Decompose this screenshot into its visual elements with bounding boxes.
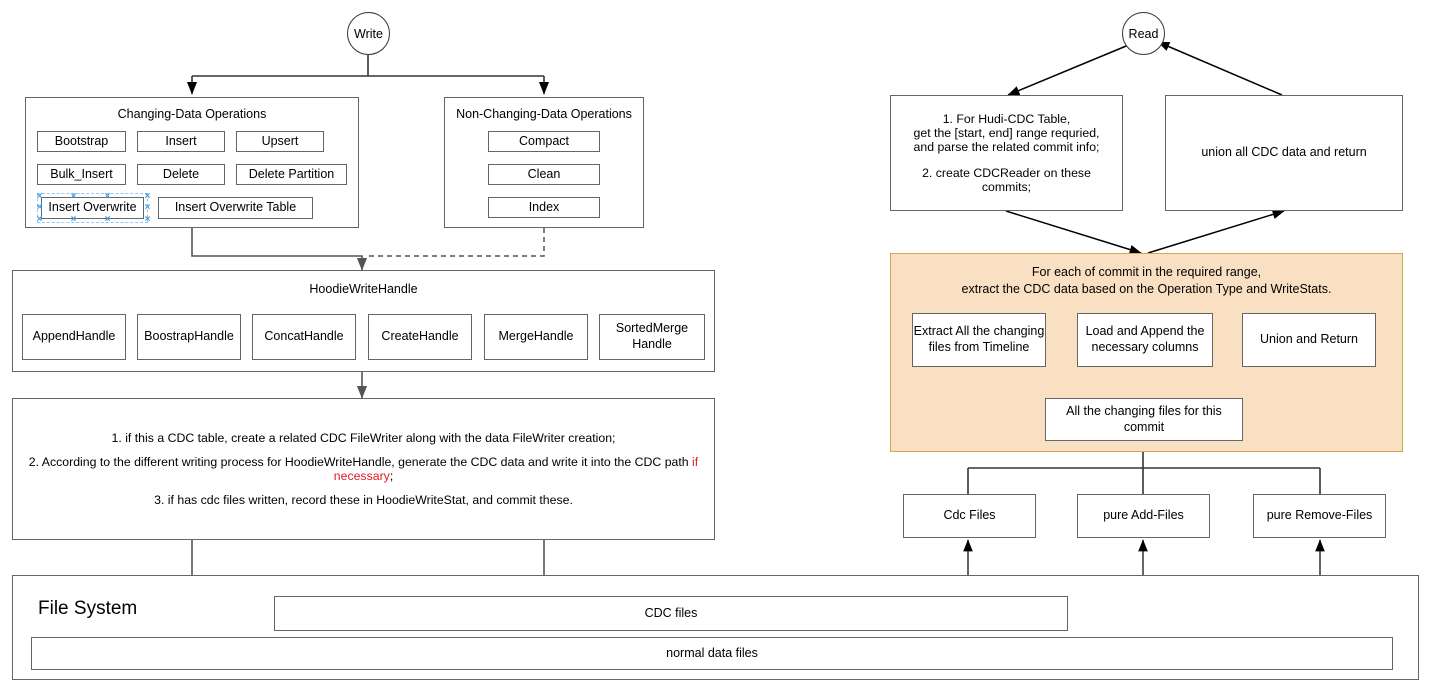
op-bulk-insert[interactable]: Bulk_Insert (37, 164, 126, 185)
op-insert-overwrite-table[interactable]: Insert Overwrite Table (158, 197, 313, 219)
write-start-node[interactable]: Write (347, 12, 390, 55)
read-start-node[interactable]: Read (1122, 12, 1165, 55)
cdc-files-bar[interactable]: CDC files (274, 596, 1068, 631)
op-upsert[interactable]: Upsert (236, 131, 324, 152)
handle-merge[interactable]: MergeHandle (484, 314, 588, 360)
pure-remove-files-box[interactable]: pure Remove-Files (1253, 494, 1386, 538)
reader-setup-line-4: 2. create CDCReader on these (922, 166, 1091, 180)
cdc-reader-setup-box[interactable]: 1. For Hudi-CDC Table, get the [start, e… (890, 95, 1123, 211)
file-system-label: File System (38, 598, 138, 619)
handle-create[interactable]: CreateHandle (368, 314, 472, 360)
handle-boostrap[interactable]: BoostrapHandle (137, 314, 241, 360)
cdc-files-box[interactable]: Cdc Files (903, 494, 1036, 538)
union-all-cdc-data-box[interactable]: union all CDC data and return (1165, 95, 1403, 211)
handle-concat[interactable]: ConcatHandle (252, 314, 356, 360)
cdc-step-2-text-a: 2. According to the different writing pr… (28, 455, 693, 469)
load-append-columns-box[interactable]: Load and Append the necessary columns (1077, 313, 1213, 367)
reader-setup-line-5: commits; (981, 180, 1032, 194)
handle-append[interactable]: AppendHandle (22, 314, 126, 360)
cdc-step-2-text-b: ; (389, 469, 394, 483)
op-insert-overwrite[interactable]: Insert Overwrite (37, 193, 148, 223)
op-insert[interactable]: Insert (137, 131, 225, 152)
cdc-extraction-panel-title: For each of commit in the required range… (891, 264, 1402, 298)
op-index[interactable]: Index (488, 197, 600, 218)
op-delete-partition[interactable]: Delete Partition (236, 164, 347, 185)
reader-setup-line-3: and parse the related commit info; (913, 140, 1100, 154)
handle-sorted-merge[interactable]: SortedMerge Handle (599, 314, 705, 360)
hoodie-write-handle-group[interactable]: HoodieWriteHandle (12, 270, 715, 372)
union-and-return-box[interactable]: Union and Return (1242, 313, 1376, 367)
op-delete[interactable]: Delete (137, 164, 225, 185)
cdc-step-2: 2. According to the different writing pr… (23, 455, 704, 483)
normal-data-files-bar[interactable]: normal data files (31, 637, 1393, 670)
cdc-step-1: 1. if this a CDC table, create a related… (111, 431, 616, 445)
reader-setup-line-1: 1. For Hudi-CDC Table, (942, 112, 1071, 126)
cdc-step-3: 3. if has cdc files written, record thes… (154, 493, 573, 507)
read-start-label: Read (1128, 26, 1159, 41)
write-start-label: Write (354, 26, 383, 41)
extract-changing-files-box[interactable]: Extract All the changing files from Time… (912, 313, 1046, 367)
all-changing-files-box[interactable]: All the changing files for this commit (1045, 398, 1243, 441)
hoodie-write-handle-title: HoodieWriteHandle (309, 282, 418, 296)
cdc-write-steps-box[interactable]: 1. if this a CDC table, create a related… (12, 398, 715, 540)
cdc-extraction-title-line-1: For each of commit in the required range… (1031, 265, 1262, 279)
reader-setup-line-2: get the [start, end] range requried, (913, 126, 1100, 140)
cdc-step-2-emphasis: if necessary (333, 455, 699, 483)
pure-add-files-box[interactable]: pure Add-Files (1077, 494, 1210, 538)
op-bootstrap[interactable]: Bootstrap (37, 131, 126, 152)
non-changing-data-operations-group[interactable]: Non-Changing-Data Operations (444, 97, 644, 228)
changing-data-operations-title: Changing-Data Operations (117, 107, 267, 121)
op-compact[interactable]: Compact (488, 131, 600, 152)
op-clean[interactable]: Clean (488, 164, 600, 185)
non-changing-data-operations-title: Non-Changing-Data Operations (456, 107, 632, 121)
cdc-extraction-title-line-2: extract the CDC data based on the Operat… (961, 281, 1332, 296)
